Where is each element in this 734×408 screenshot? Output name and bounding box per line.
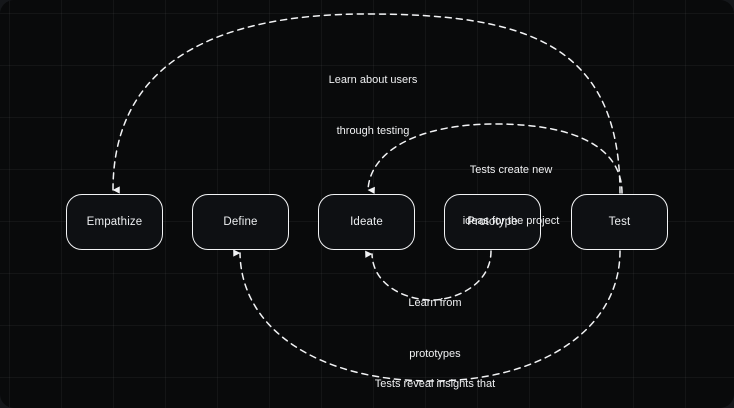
edge-label-line: through testing bbox=[336, 125, 410, 137]
node-define[interactable]: Define bbox=[192, 194, 289, 250]
edge-label-test-to-empathize: Learn about users through testing bbox=[329, 38, 418, 174]
edge-label-line: ideas for the project bbox=[462, 215, 560, 227]
node-label: Prototype bbox=[467, 216, 518, 228]
edge-label-line: Tests create new bbox=[469, 164, 553, 176]
edge-prototype-to-ideate bbox=[365, 250, 492, 301]
node-label: Test bbox=[608, 216, 631, 228]
edge-label-line: Tests reveal insights that bbox=[374, 378, 496, 390]
node-prototype[interactable]: Prototype bbox=[444, 194, 541, 250]
node-label: Ideate bbox=[350, 216, 383, 228]
node-label: Empathize bbox=[86, 216, 143, 228]
edge-label-line: prototypes bbox=[409, 348, 461, 360]
edge-label-test-to-ideate: Tests create new ideas for the project bbox=[463, 128, 560, 264]
edge-label-line: Learn from bbox=[408, 297, 462, 309]
node-test[interactable]: Test bbox=[571, 194, 668, 250]
edge-test-to-empathize bbox=[112, 13, 621, 194]
node-empathize[interactable]: Empathize bbox=[66, 194, 163, 250]
edge-label-prototype-to-ideate: Learn from prototypes bbox=[408, 261, 461, 397]
edge-test-to-define bbox=[233, 249, 621, 382]
edge-test-to-ideate bbox=[367, 123, 623, 194]
edge-label-test-to-define: Tests reveal insights that redefine the … bbox=[375, 342, 495, 408]
node-label: Define bbox=[223, 216, 258, 228]
edge-label-line: Learn about users bbox=[328, 74, 418, 86]
node-ideate[interactable]: Ideate bbox=[318, 194, 415, 250]
